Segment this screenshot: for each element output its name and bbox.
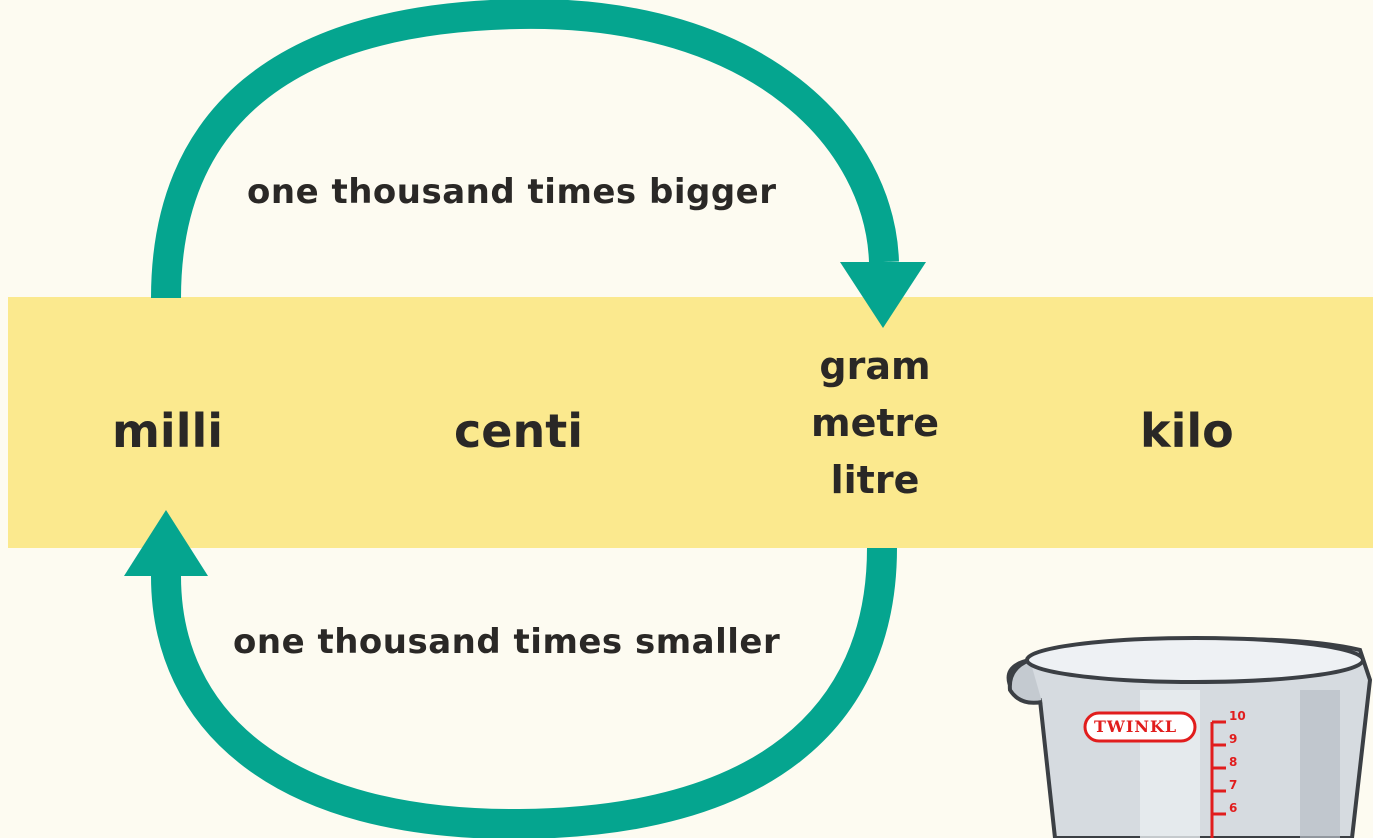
measuring-jug: 10 9 8 7 6 — [1006, 636, 1373, 838]
jug-spout — [1007, 658, 1043, 705]
base-unit-gram: gram — [819, 344, 931, 388]
prefix-band — [8, 297, 1373, 548]
prefix-centi: centi — [454, 404, 583, 458]
jug-shadow — [1300, 690, 1340, 838]
bigger-arrowhead — [840, 262, 926, 328]
jug-rim — [1025, 636, 1365, 684]
jug-brand-label: TWINKL — [1094, 717, 1178, 736]
smaller-arrowhead — [124, 510, 208, 576]
jug-brand-badge — [1083, 711, 1197, 743]
jug-scale-label: 7 — [1229, 778, 1237, 792]
smaller-arc-arrow — [151, 547, 897, 838]
prefix-milli: milli — [112, 404, 224, 458]
jug-scale-label: 6 — [1229, 801, 1237, 815]
jug-scale-ticks: 10 9 8 7 6 — [1212, 709, 1246, 816]
prefix-kilo: kilo — [1140, 404, 1234, 458]
jug-scale-label: 9 — [1229, 732, 1237, 746]
base-unit-metre: metre — [810, 401, 940, 445]
jug-scale-label: 8 — [1229, 755, 1237, 769]
smaller-caption: one thousand times smaller — [233, 622, 781, 662]
base-unit-litre: litre — [830, 458, 920, 502]
bigger-arc-arrow — [151, 0, 899, 299]
bigger-caption: one thousand times bigger — [247, 172, 777, 212]
base-units: gram metre litre — [790, 338, 960, 509]
jug-scale-label: 10 — [1229, 709, 1246, 723]
